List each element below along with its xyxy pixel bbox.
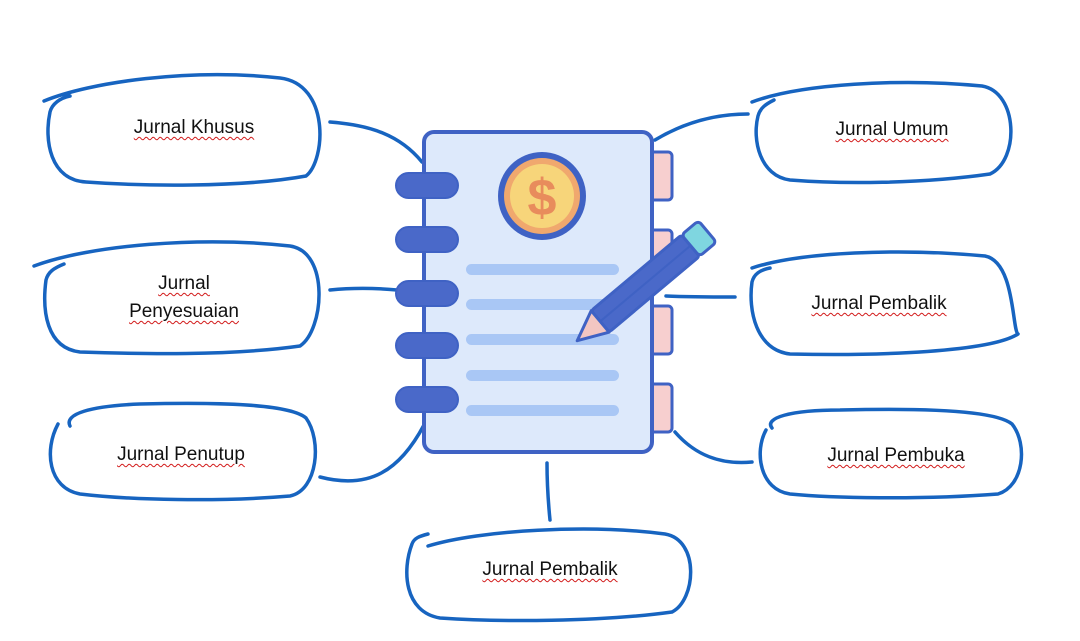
bubble-khusus: [42, 72, 322, 187]
connector-penyesuaian: [328, 286, 399, 292]
label-text: Jurnal Khusus: [133, 117, 255, 138]
label-jurnal-pembalik-right: Jurnal Pembalik: [779, 290, 979, 318]
notebook-ring: [395, 386, 459, 413]
pencil-icon: [575, 220, 717, 343]
notebook-ring: [395, 226, 459, 253]
label-jurnal-pembalik-bottom: Jurnal Pembalik: [450, 556, 650, 584]
notebook-line: [466, 405, 619, 416]
connector-umum: [653, 112, 750, 142]
label-text-line2: Penyesuaian: [129, 301, 239, 322]
connector-pembalik-bottom: [545, 461, 552, 522]
coin-inner: [510, 164, 574, 228]
connectors: [318, 112, 754, 522]
label-jurnal-penutup: Jurnal Penutup: [81, 441, 281, 469]
bubble-pembuka: [758, 407, 1024, 500]
bubble-penutup: [48, 401, 318, 502]
bubble-pembalik-right: [749, 250, 1020, 357]
connector-khusus: [328, 120, 424, 164]
label-jurnal-pembuka: Jurnal Pembuka: [796, 442, 996, 470]
label-text: Jurnal Pembuka: [827, 445, 965, 466]
label-text: Jurnal Pembalik: [482, 559, 618, 580]
connector-pembalik-right: [664, 294, 737, 299]
notebook-line: [466, 264, 619, 275]
notebook-ring: [395, 280, 459, 307]
notebook-line: [466, 370, 619, 381]
bubbles: [32, 72, 1024, 623]
notebook-dollar-pencil-icon: $: [395, 130, 717, 454]
label-text: Jurnal Pembalik: [811, 293, 947, 314]
bubble-penyesuaian: [32, 240, 321, 356]
label-jurnal-umum: Jurnal Umum: [792, 116, 992, 144]
dollar-sign: $: [528, 169, 557, 227]
connector-pembuka: [673, 430, 754, 465]
notebook-line: [466, 299, 619, 310]
label-text-line1: Jurnal: [158, 273, 210, 294]
connector-penutup: [318, 423, 426, 483]
label-text: Jurnal Umum: [835, 119, 949, 140]
bubble-umum: [750, 80, 1013, 185]
bubble-pembalik-bottom: [405, 527, 693, 623]
label-jurnal-khusus: Jurnal Khusus: [94, 114, 294, 142]
label-text: Jurnal Penutup: [117, 444, 245, 465]
notebook-ring: [395, 332, 459, 359]
label-jurnal-penyesuaian: Jurnal Penyesuaian: [84, 270, 284, 326]
notebook-ring: [395, 172, 459, 199]
